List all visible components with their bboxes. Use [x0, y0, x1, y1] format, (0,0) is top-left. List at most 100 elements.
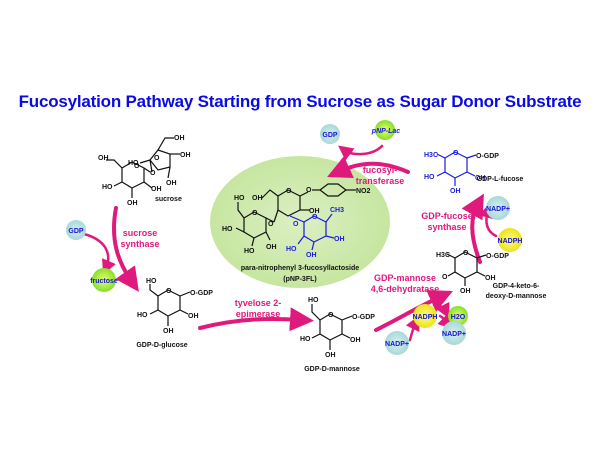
cofactor-nadph-right: NADPH [498, 228, 522, 252]
svg-text:OH: OH [460, 288, 471, 295]
svg-text:OH: OH [174, 135, 185, 142]
svg-text:HO: HO [300, 336, 311, 343]
svg-text:OH: OH [325, 352, 336, 359]
svg-text:O: O [252, 210, 258, 217]
cofactor-nadph-bottom: NADPH [413, 304, 438, 328]
svg-text:NO2: NO2 [356, 188, 371, 195]
label-gdp-keto-line1: GDP-4-keto-6- [493, 283, 540, 290]
product-atoms: HO OH HO HO OH O O O OH O NO2 O O CH3 OH… [222, 187, 371, 283]
arrows [82, 144, 498, 342]
svg-text:synthase: synthase [120, 239, 159, 249]
nadph-to-nadp-right-arrow [478, 202, 498, 238]
gdp-glucose-structure [149, 284, 191, 326]
svg-text:GDP-mannose: GDP-mannose [374, 273, 436, 283]
svg-text:H2O: H2O [451, 314, 466, 321]
svg-text:O: O [442, 274, 448, 281]
svg-text:OH: OH [485, 275, 496, 282]
svg-text:OH: OH [252, 195, 263, 202]
svg-text:OH: OH [475, 175, 486, 182]
svg-text:epimerase: epimerase [236, 309, 281, 319]
cofactor-h2o: H2O [448, 306, 468, 326]
label-sucrose: sucrose [155, 196, 182, 203]
gdp-keto-atoms: H3C O O-GDP OH OH O GDP-4-keto-6- deoxy-… [436, 250, 546, 300]
enzyme-gdp-mannose-dehydratase: GDP-mannose 4,6-dehydratase [371, 273, 440, 294]
gdp-mannose-structure [311, 304, 353, 350]
svg-text:GDP: GDP [68, 228, 84, 235]
svg-text:CH3: CH3 [330, 207, 344, 214]
svg-text:GDP-fucose: GDP-fucose [421, 211, 473, 221]
epimerase-arrow [198, 307, 314, 332]
diagram-title: Fucosylation Pathway Starting from Sucro… [18, 92, 582, 111]
svg-text:O: O [268, 221, 274, 228]
svg-text:HO: HO [137, 312, 148, 319]
svg-text:fucosyl-: fucosyl- [363, 165, 398, 175]
svg-text:O: O [134, 163, 140, 170]
enzyme-fucosyltransferase: fucosyl- transferase [356, 165, 405, 186]
svg-text:O: O [463, 250, 469, 257]
svg-text:NADP+: NADP+ [486, 206, 510, 213]
cofactor-gdp-top: GDP [320, 124, 340, 144]
gdp-fucose-structure [436, 151, 477, 186]
svg-text:OH: OH [163, 328, 174, 335]
gdp-fucose-atoms: H3C O O-GDP OH OH HO GDP-L-fucose [424, 150, 523, 195]
svg-text:O: O [166, 288, 172, 295]
svg-text:OH: OH [98, 155, 109, 162]
svg-text:GDP: GDP [322, 132, 338, 139]
nadp-to-nadph-arrow [405, 315, 420, 342]
svg-text:OH: OH [127, 200, 138, 207]
label-product-name: para-nitrophenyl 3-fucosyllactoside [241, 265, 359, 272]
cofactor-nadp-plus-right: NADP+ [486, 196, 510, 220]
svg-text:O-GDP: O-GDP [476, 153, 499, 160]
label-gdp-mannose: GDP-D-mannose [304, 366, 360, 373]
svg-text:HO: HO [128, 160, 139, 167]
svg-text:OH: OH [309, 208, 320, 215]
svg-text:4,6-dehydratase: 4,6-dehydratase [371, 284, 440, 294]
svg-text:HO: HO [308, 297, 319, 304]
sucrose-synthase-arrow [111, 206, 139, 292]
sucrose-structure [106, 137, 180, 198]
label-product-abbrev: (pNP-3FL) [283, 276, 316, 283]
svg-text:NADP+: NADP+ [385, 341, 409, 348]
svg-text:synthase: synthase [427, 222, 466, 232]
nadph-to-h2o-arrow [432, 301, 450, 319]
svg-text:O-GDP: O-GDP [486, 253, 509, 260]
svg-text:NADPH: NADPH [413, 314, 438, 321]
dehydratase-arrow [374, 290, 453, 332]
label-gdp-fucose: GDP-L-fucose [477, 176, 524, 183]
svg-text:OH: OH [450, 188, 461, 195]
svg-text:OH: OH [266, 244, 277, 251]
svg-text:O: O [328, 312, 334, 319]
svg-text:O: O [293, 221, 299, 228]
svg-text:O: O [306, 187, 312, 194]
svg-text:HO: HO [102, 184, 113, 191]
svg-text:OH: OH [188, 313, 199, 320]
svg-text:O-GDP: O-GDP [352, 314, 375, 321]
svg-text:O: O [150, 170, 156, 177]
nadph-to-nadp-arrow [437, 313, 454, 330]
product-structure [235, 183, 356, 247]
cofactor-gdp-left: GDP [66, 220, 86, 240]
fucosyltransferase-arrow [327, 156, 410, 178]
svg-text:tyvelose 2-: tyvelose 2- [235, 298, 282, 308]
svg-text:OH: OH [180, 152, 191, 159]
svg-text:OH: OH [334, 236, 345, 243]
gdp-to-fructose-arrow [82, 232, 116, 275]
svg-text:HO: HO [244, 248, 255, 255]
gdp-mannose-atoms: HO O O-GDP OH OH HO GDP-D-mannose [300, 297, 375, 373]
enzyme-sucrose-synthase: sucrose synthase [120, 228, 159, 249]
svg-text:OH: OH [166, 180, 177, 187]
gdp-glucose-atoms: HO O O-GDP OH OH HO GDP-D-glucose [136, 278, 213, 349]
enzyme-gdp-fucose-synthase: GDP-fucose synthase [421, 211, 473, 232]
svg-text:O: O [453, 150, 459, 157]
svg-text:HO: HO [234, 195, 245, 202]
cofactor-fructose: fructose [90, 268, 118, 292]
svg-text:OH: OH [306, 252, 317, 259]
fucose-synthase-arrow [461, 193, 484, 264]
svg-text:O: O [312, 214, 318, 221]
svg-text:transferase: transferase [356, 176, 405, 186]
svg-text:pNP-Lac: pNP-Lac [371, 128, 401, 135]
cofactor-nadp-plus-bottom-left: NADP+ [385, 331, 409, 355]
svg-text:HO: HO [146, 278, 157, 285]
label-gdp-keto-line2: deoxy-D-mannose [486, 293, 547, 300]
